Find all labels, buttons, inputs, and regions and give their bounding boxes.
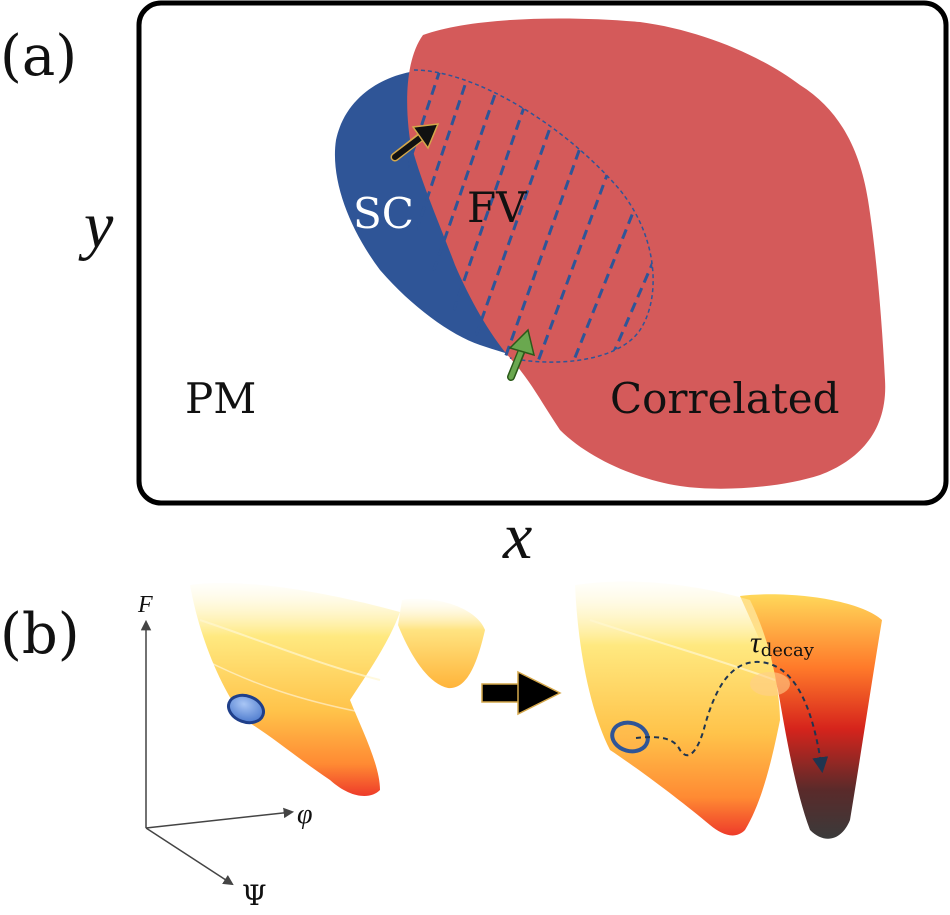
tau-symbol: τ (750, 626, 762, 659)
black-arrow (390, 123, 440, 162)
sc-region (334, 72, 520, 356)
panel-a-label: (a) (0, 24, 77, 89)
correlated-label: Correlated (610, 374, 840, 423)
tau-decay-label: τdecay (750, 626, 815, 661)
panel-b-label: (b) (0, 602, 80, 667)
green-arrow (507, 328, 536, 381)
pm-label: PM (185, 374, 256, 423)
f-axis-label: F (137, 592, 153, 618)
sc-label: SC (353, 189, 414, 238)
fv-hatching (407, 70, 654, 363)
energy-axes (140, 619, 295, 886)
initial-energy-landscape (190, 583, 485, 796)
y-axis-label: y (78, 189, 114, 262)
escaping-state-ring (610, 720, 650, 754)
psi-axis-label: Ψ (242, 879, 267, 912)
fv-region-outline (413, 69, 654, 363)
final-energy-landscape (575, 581, 882, 839)
tau-subscript: decay (761, 640, 815, 661)
x-axis-label: x (502, 500, 532, 573)
transition-arrow (481, 670, 562, 716)
phi-axis-label: φ (297, 799, 313, 830)
fv-label: FV (467, 183, 527, 232)
correlated-region (407, 18, 886, 489)
system-state-ball (227, 693, 265, 725)
